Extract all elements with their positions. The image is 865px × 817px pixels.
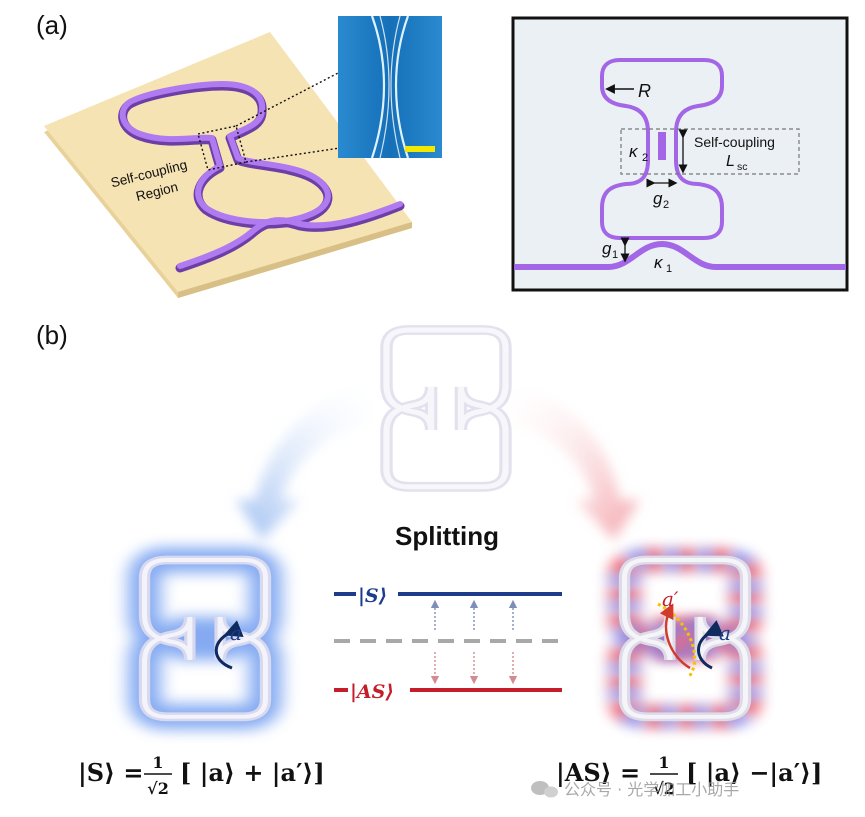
kappa2-label: κ xyxy=(629,142,639,161)
energy-level-diagram: |S⟩ |AS⟩ xyxy=(334,585,562,703)
radius-label: R xyxy=(638,81,651,101)
eq-as-frac-num: 1 xyxy=(658,753,669,772)
mode-a-prime-arrow xyxy=(659,603,691,670)
eq-s-lhs: |S⟩ = xyxy=(78,758,144,787)
eq-as-rhs: [ |a⟩ −|a′⟩] xyxy=(686,758,822,787)
scale-bar xyxy=(405,146,435,152)
kappa2-subscript: 2 xyxy=(642,152,648,164)
splitting-arrow-left xyxy=(236,380,380,540)
splitting-arrow-right xyxy=(500,380,640,540)
kappa1-subscript: 1 xyxy=(666,263,672,275)
mode-a-arrow xyxy=(214,620,244,670)
g2-subscript: 2 xyxy=(663,199,669,211)
unperturbed-resonator xyxy=(386,330,505,487)
mode-a-prime-path xyxy=(657,602,697,679)
sem-inset-image xyxy=(338,15,442,159)
mode-a-arrow-right xyxy=(697,620,724,670)
equation-symmetric: |S⟩ = 1 √2 [ |a⟩ + |a′⟩] xyxy=(78,753,325,798)
self-coupling-label: Self-coupling xyxy=(694,134,775,150)
lsc-label: L xyxy=(726,153,735,170)
panel-b-label: (b) xyxy=(36,320,68,350)
antisymmetric-level-label: |AS⟩ xyxy=(350,681,394,703)
symmetric-level-label: |S⟩ xyxy=(358,585,387,607)
antisymmetric-mode-resonator: a′ a xyxy=(625,560,746,717)
kappa1-label: κ xyxy=(654,253,664,272)
schematic-coupling-box xyxy=(620,128,800,175)
mode-a-label-left: a xyxy=(230,621,242,645)
mode-a-label-right: a xyxy=(719,621,731,645)
self-coupling-region-box xyxy=(197,71,341,171)
g2-label: g xyxy=(653,189,663,208)
panel-a-label: (a) xyxy=(36,10,68,40)
watermark-text: 公众号 · 光学加工小助手 xyxy=(564,780,739,799)
equation-antisymmetric: |AS⟩ = 1 √2 [ |a⟩ −|a′⟩] xyxy=(556,753,822,798)
schematic-panel: R κ 2 Self-coupling L sc g 2 g 1 κ 1 xyxy=(511,16,849,292)
eq-as-frac-den: √2 xyxy=(653,779,675,798)
g1-label: g xyxy=(602,239,612,258)
schematic-bus-waveguide xyxy=(514,240,846,270)
watermark: 公众号 · 光学加工小助手 xyxy=(531,780,739,799)
eq-s-frac-den: √2 xyxy=(147,779,169,798)
schematic-resonator xyxy=(600,58,724,240)
lsc-subscript: sc xyxy=(737,161,748,173)
g1-subscript: 1 xyxy=(612,249,618,261)
chip-waveguide xyxy=(118,81,405,273)
eq-as-lhs: |AS⟩ = xyxy=(556,758,640,787)
mode-a-prime-label: a′ xyxy=(662,587,679,611)
symmetric-mode-resonator: a xyxy=(145,560,266,717)
eq-s-frac-num: 1 xyxy=(152,753,163,772)
splitting-title: Splitting xyxy=(395,521,499,551)
eq-s-rhs: [ |a⟩ + |a′⟩] xyxy=(180,758,325,787)
